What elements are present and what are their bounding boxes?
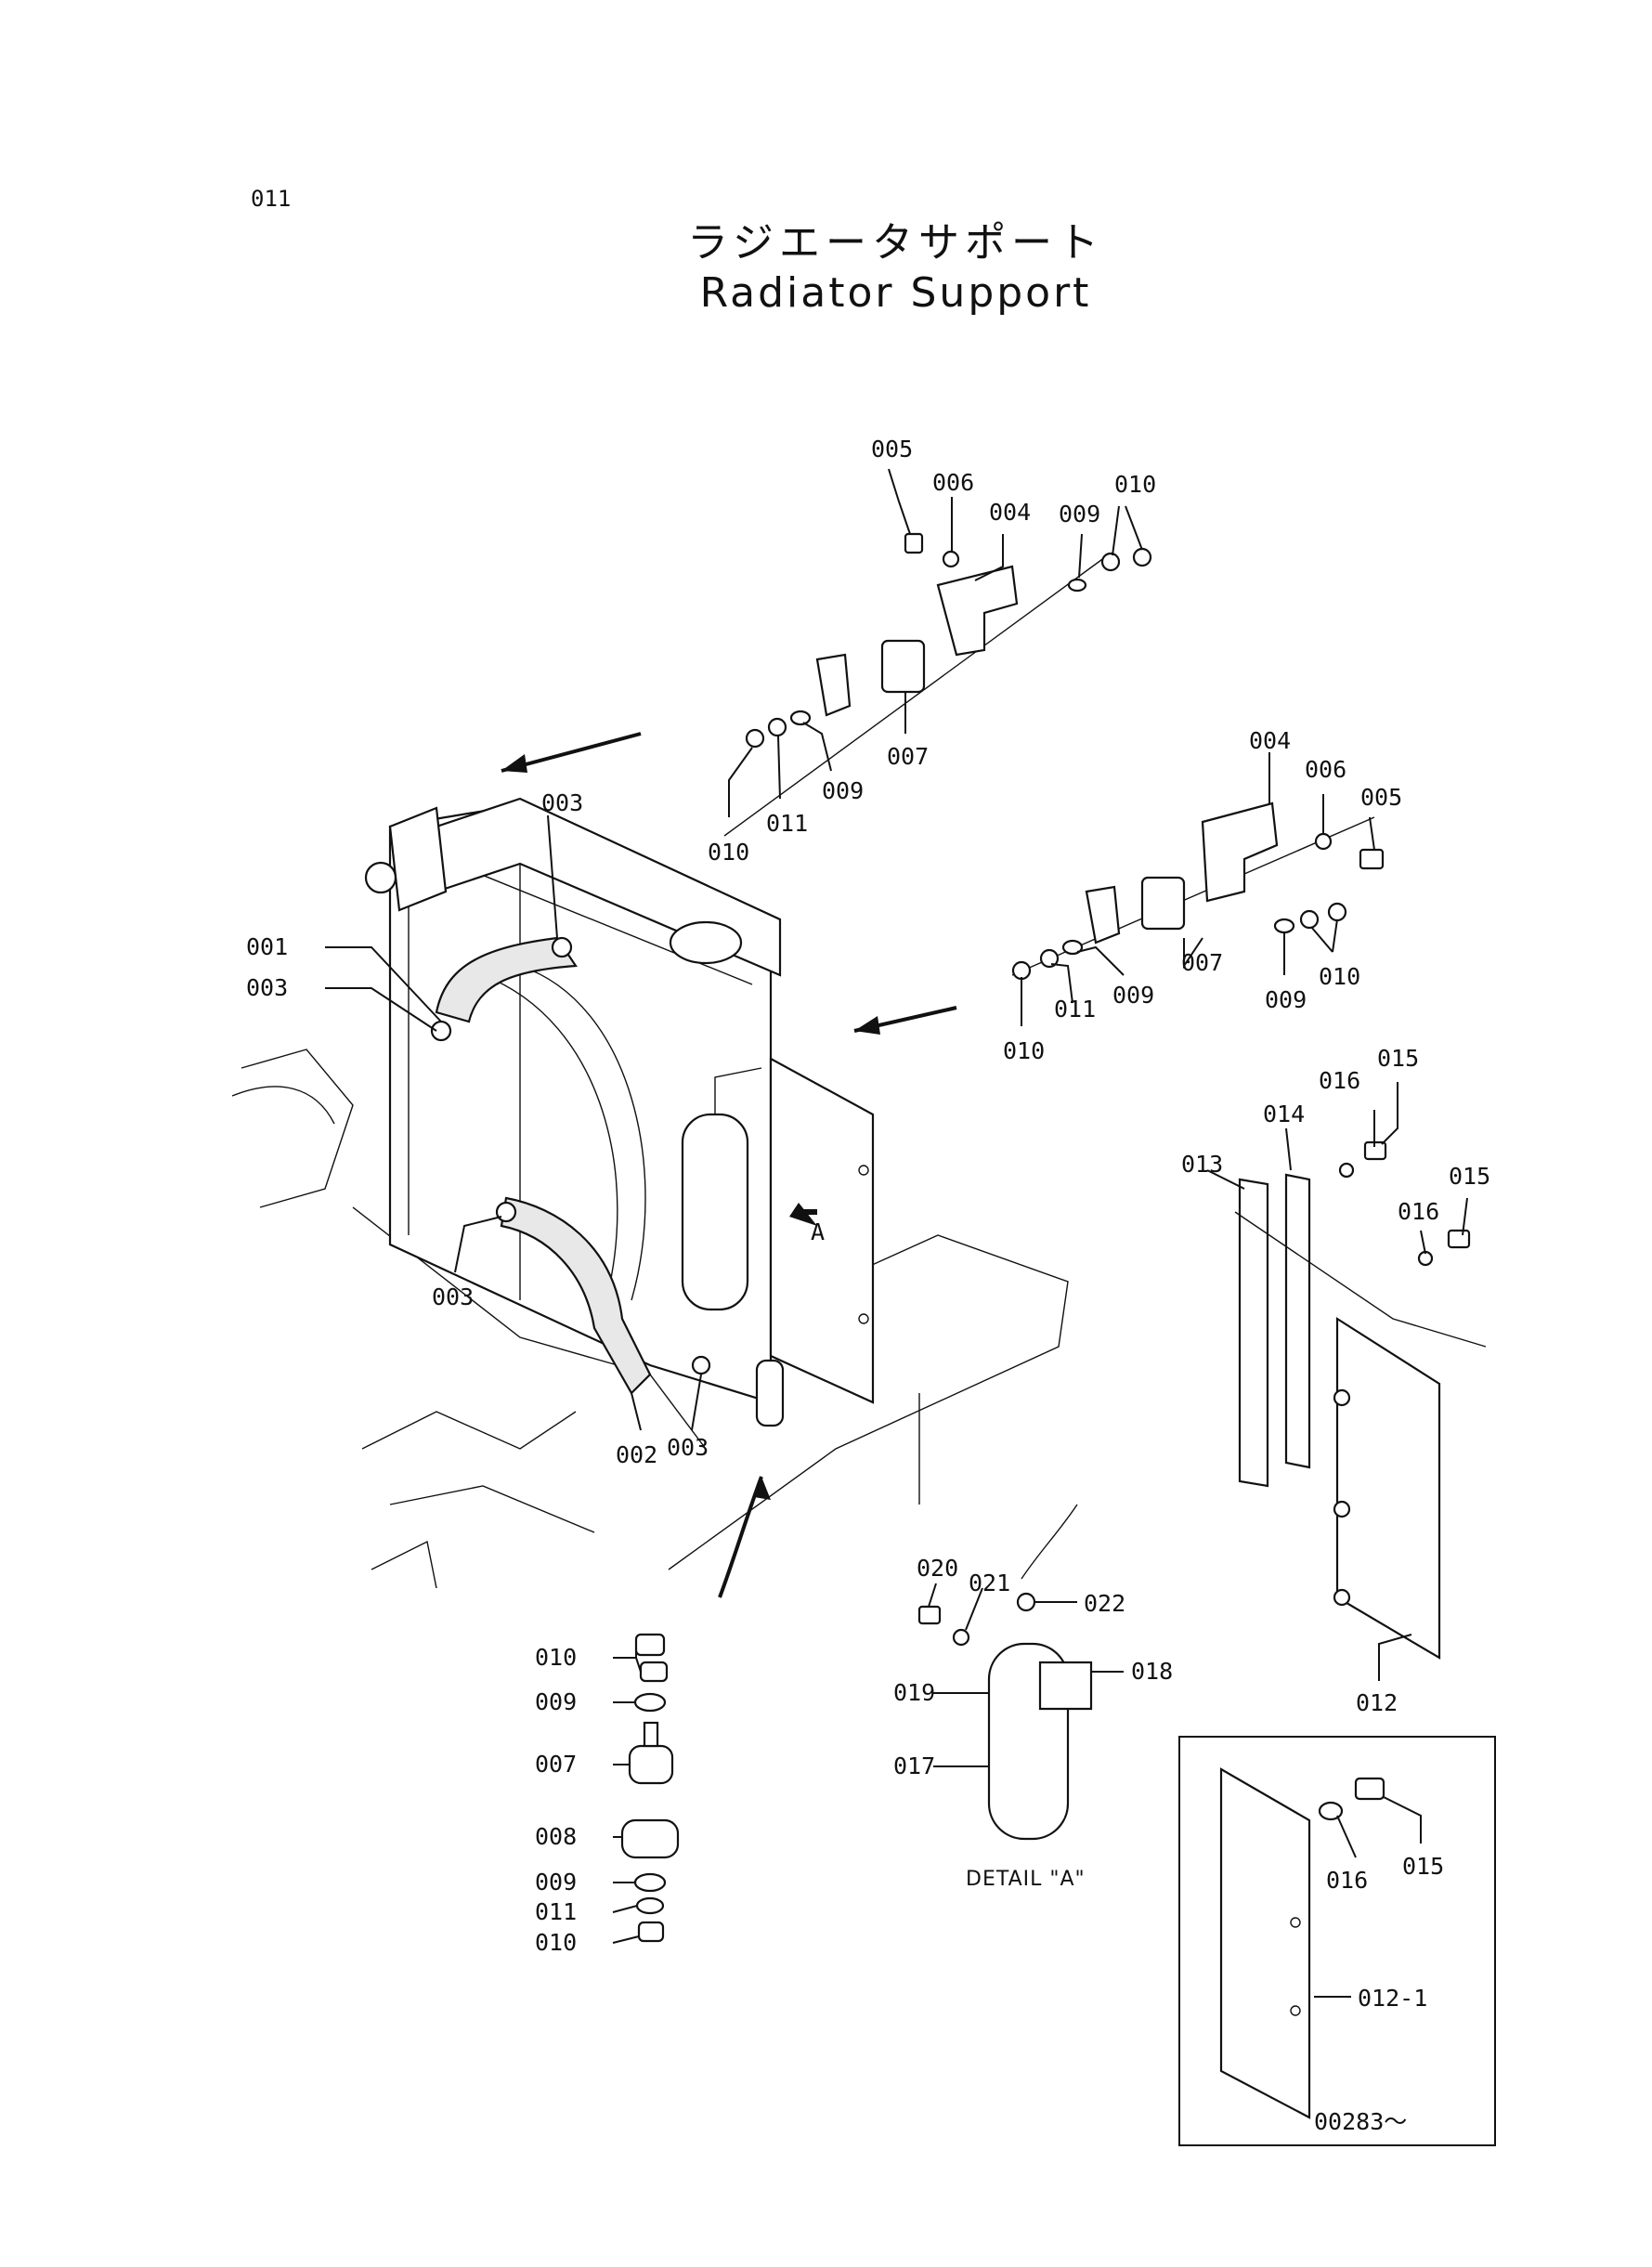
callout-022: 022 bbox=[1084, 1590, 1125, 1617]
callout-001: 001 bbox=[246, 933, 288, 960]
callout-010b: 010 bbox=[708, 839, 749, 866]
callout-005b: 005 bbox=[1360, 784, 1402, 811]
callout-004a: 004 bbox=[989, 499, 1031, 526]
callout-006a: 006 bbox=[932, 469, 974, 496]
callout-016b: 016 bbox=[1398, 1198, 1439, 1225]
page-title-english: Radiator Support bbox=[699, 269, 1092, 317]
callout-003d: 003 bbox=[667, 1434, 709, 1461]
mount-components-stack bbox=[620, 1633, 680, 1943]
detail-a-label: DETAIL "A" bbox=[966, 1868, 1086, 1891]
callout-003c: 003 bbox=[432, 1283, 474, 1310]
callout-009c: 009 bbox=[1112, 982, 1154, 1009]
serial-range: 00283～ bbox=[1314, 2108, 1407, 2135]
callout-010d: 010 bbox=[1319, 963, 1360, 990]
callout-009e: 009 bbox=[535, 1688, 577, 1715]
callout-015b: 015 bbox=[1449, 1163, 1490, 1190]
side-plates bbox=[1234, 1140, 1487, 1660]
callout-011a: 011 bbox=[766, 810, 808, 837]
upper-mount-exploded-1 bbox=[723, 532, 1152, 837]
callout-010f: 010 bbox=[535, 1929, 577, 1956]
serial-detail-box bbox=[1178, 1736, 1496, 2146]
callout-009f: 009 bbox=[535, 1869, 577, 1896]
callout-003b: 003 bbox=[541, 789, 583, 816]
callout-003a: 003 bbox=[246, 974, 288, 1001]
callout-018: 018 bbox=[1131, 1658, 1173, 1685]
callout-014: 014 bbox=[1263, 1101, 1305, 1127]
callout-012-1: 012-1 bbox=[1358, 1985, 1427, 2012]
callout-010c: 010 bbox=[1003, 1037, 1045, 1064]
callout-002: 002 bbox=[616, 1441, 657, 1468]
page-number: 011 bbox=[251, 186, 292, 212]
callout-011b: 011 bbox=[1054, 996, 1096, 1023]
callout-020: 020 bbox=[917, 1555, 958, 1582]
callout-009b: 009 bbox=[822, 777, 864, 804]
callout-007a: 007 bbox=[887, 743, 929, 770]
callout-004b: 004 bbox=[1249, 727, 1291, 754]
detail-a-assembly bbox=[917, 1504, 1093, 1841]
callout-010e: 010 bbox=[535, 1644, 577, 1671]
callouts: 001 003 003 003 002 003 005 006 004 009 … bbox=[246, 436, 1490, 2135]
callout-021: 021 bbox=[969, 1570, 1010, 1596]
upper-mount-exploded-2 bbox=[1011, 801, 1385, 981]
radiator-assembly bbox=[231, 797, 1069, 1589]
view-a-marker: A bbox=[811, 1218, 825, 1245]
callout-005a: 005 bbox=[871, 436, 913, 463]
callout-019: 019 bbox=[893, 1679, 935, 1706]
direction-arrows bbox=[501, 732, 957, 1598]
callout-015c: 015 bbox=[1402, 1853, 1444, 1880]
callout-013: 013 bbox=[1181, 1151, 1223, 1178]
callout-007c: 007 bbox=[535, 1751, 577, 1778]
callout-017: 017 bbox=[893, 1752, 935, 1779]
callout-010a: 010 bbox=[1114, 471, 1156, 498]
callout-009d: 009 bbox=[1265, 986, 1307, 1013]
callout-011c: 011 bbox=[535, 1898, 577, 1925]
callout-007b: 007 bbox=[1181, 949, 1223, 976]
leader-lines bbox=[325, 468, 1468, 1998]
callout-016c: 016 bbox=[1326, 1867, 1368, 1894]
callout-016a: 016 bbox=[1319, 1067, 1360, 1094]
callout-006b: 006 bbox=[1305, 756, 1346, 783]
callout-012: 012 bbox=[1356, 1689, 1398, 1716]
callout-015a: 015 bbox=[1377, 1045, 1419, 1072]
callout-009a: 009 bbox=[1059, 501, 1100, 528]
callout-008: 008 bbox=[535, 1823, 577, 1850]
page-title-japanese: ラジエータサポート bbox=[686, 219, 1105, 267]
